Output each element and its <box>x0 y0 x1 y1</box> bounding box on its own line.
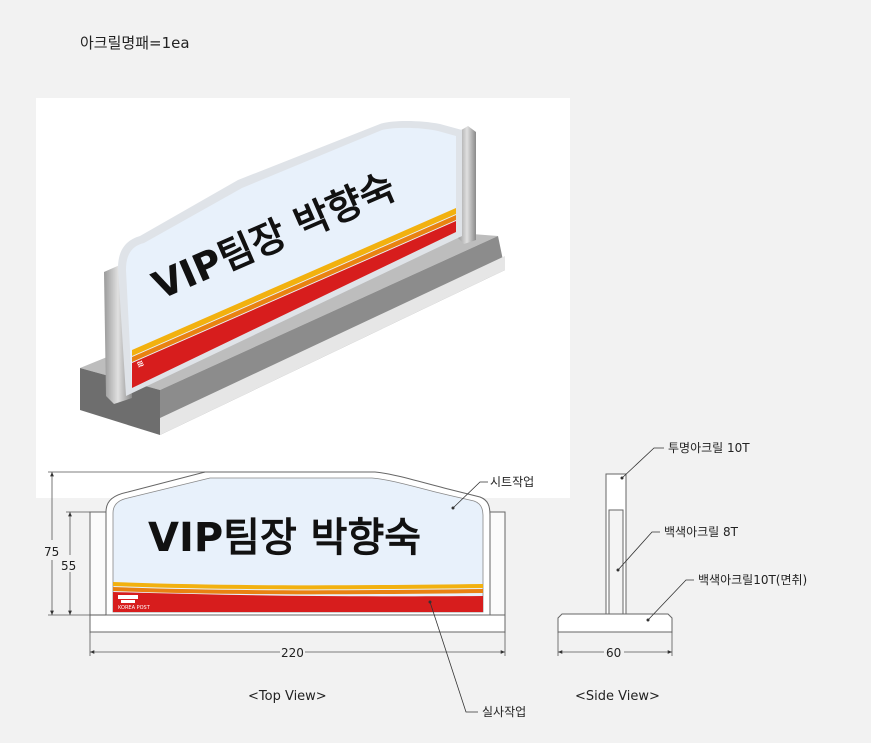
right-stand <box>458 126 476 244</box>
base-bevel <box>160 256 505 435</box>
caption-side-view: <Side View> <box>575 689 660 704</box>
side-leaders <box>617 447 694 621</box>
dim-depth: 60 <box>606 646 621 660</box>
label-white-acrylic-base: 백색아크릴10T(면취) <box>698 573 807 587</box>
front-view-base <box>89 614 506 633</box>
svg-text:KOREA POST: KOREA POST <box>118 605 151 611</box>
yellow-stripe <box>132 208 456 356</box>
dim-height-panel: 55 <box>61 559 76 573</box>
svg-text:≋: ≋ <box>135 359 146 371</box>
side-view <box>557 473 673 633</box>
side-base <box>557 613 673 633</box>
label-white-acrylic: 백색아크릴 8T <box>664 525 739 539</box>
side-white-acrylic <box>608 509 624 615</box>
dim-width: 220 <box>281 646 304 660</box>
front-leaders <box>429 481 488 713</box>
panel-face <box>126 127 456 388</box>
front-view: KOREA POST VIP팀장 박향숙 <box>89 471 506 633</box>
side-dimensions <box>557 632 673 656</box>
label-clear-acrylic: 투명아크릴 10T <box>668 441 750 455</box>
red-band <box>132 221 456 388</box>
dim-height-total: 75 <box>44 545 59 559</box>
orange-stripe <box>132 215 456 362</box>
front-red-band <box>113 592 483 612</box>
front-yellow-stripe <box>113 582 483 590</box>
label-sheet-work: 시트작업 <box>490 475 534 489</box>
render-3d: ≋ VIP팀장 박향숙 <box>36 98 570 498</box>
front-dimensions <box>48 471 506 656</box>
render-logo-icon: ≋ <box>135 359 146 371</box>
korea-post-logo: KOREA POST <box>118 595 151 611</box>
page-title: 아크릴명패=1ea <box>80 34 190 52</box>
front-sign-text: VIP팀장 박향숙 <box>148 515 421 561</box>
front-orange-stripe <box>113 587 483 595</box>
front-view-panel-face <box>112 477 484 613</box>
label-photo-work: 실사작업 <box>482 705 526 719</box>
caption-top-view: <Top View> <box>248 689 327 704</box>
